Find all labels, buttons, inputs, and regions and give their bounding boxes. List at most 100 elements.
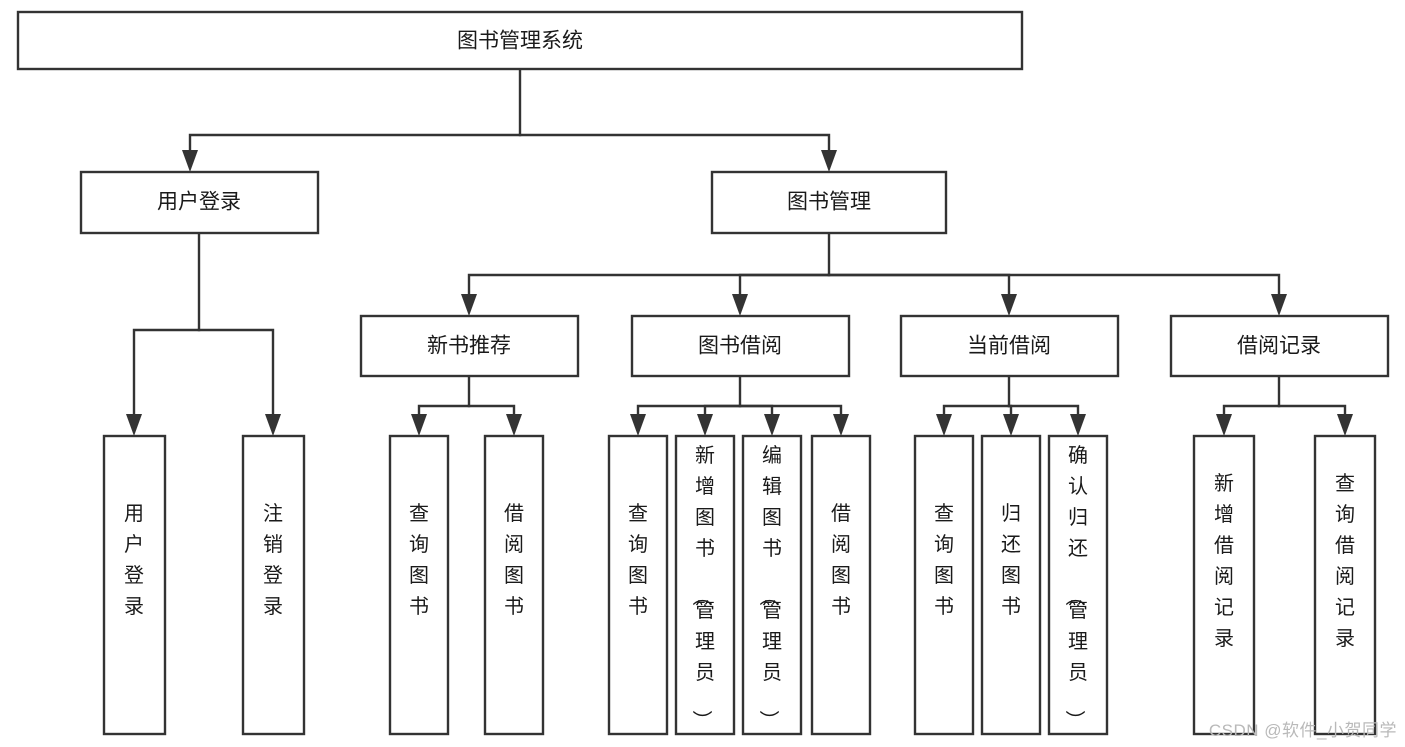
edge-records-to-leaf13	[1277, 404, 1347, 426]
edge-current-to-leaf11	[1007, 404, 1080, 426]
arrow-head-leaf5	[630, 414, 646, 436]
node-leaf7[interactable]: 编辑图书（管理员）	[741, 434, 803, 736]
edge-group-records-to-leaves	[1216, 374, 1353, 436]
edge-bookmgmt-to-borrow	[738, 273, 831, 306]
node-leaf1-label: 用户登录	[124, 503, 144, 618]
node-current[interactable]: 当前借阅	[899, 314, 1120, 378]
edge-bookmgmt-to-current	[827, 273, 1011, 306]
node-leaf13-label: 查询借阅记录	[1335, 472, 1355, 650]
edge-root-to-login	[188, 67, 522, 162]
edge-borrow-to-leaf8	[738, 404, 843, 426]
edge-bookmgmt-to-records	[827, 273, 1281, 306]
node-leaf6-box[interactable]	[674, 434, 736, 736]
node-leaf10[interactable]: 归还图书	[980, 434, 1042, 736]
node-login-box[interactable]	[79, 170, 320, 235]
node-leaf3-label: 查询图书	[409, 502, 429, 618]
node-leaf8-box[interactable]	[810, 434, 872, 736]
edge-group-bookmgmt-to-level3	[461, 231, 1287, 316]
arrow-head-leaf10	[1003, 414, 1019, 436]
edge-group-root-to-level2	[182, 67, 837, 172]
node-records[interactable]: 借阅记录	[1169, 314, 1390, 378]
edge-group-login-to-leaves	[126, 231, 281, 436]
edge-current-to-leaf9	[942, 374, 1011, 426]
arrow-head-leaf9	[936, 414, 952, 436]
node-root[interactable]: 图书管理系统	[16, 10, 1024, 71]
node-newbook-label: 新书推荐	[427, 335, 511, 358]
node-leaf5-label: 查询图书	[628, 502, 648, 618]
node-leaf6-label: 新增图书（管理员）	[690, 444, 715, 730]
node-leaf11-box[interactable]	[1047, 434, 1109, 736]
node-leaf4-box[interactable]	[483, 434, 545, 736]
arrow-head-current	[1001, 294, 1017, 316]
node-leaf5[interactable]: 查询图书	[607, 434, 669, 736]
node-records-box[interactable]	[1169, 314, 1390, 378]
node-records-label: 借阅记录	[1237, 335, 1321, 358]
node-login[interactable]: 用户登录	[79, 170, 320, 235]
arrow-head-leaf4	[506, 414, 522, 436]
arrow-head-records	[1271, 294, 1287, 316]
arrow-head-leaf1	[126, 414, 142, 436]
node-leaf11-label: 确认归还（管理员）	[1063, 444, 1088, 730]
arrow-head-leaf11	[1070, 414, 1086, 436]
arrow-head-leaf3	[411, 414, 427, 436]
edge-login-to-leaf2	[197, 328, 275, 426]
edge-root-to-bookmgmt	[518, 133, 831, 162]
arrow-head-borrow	[732, 294, 748, 316]
node-leaf11[interactable]: 确认归还（管理员）	[1047, 434, 1109, 736]
node-leaf6[interactable]: 新增图书（管理员）	[674, 434, 736, 736]
node-leaf1[interactable]: 用户登录	[102, 434, 167, 736]
arrow-head-leaf2	[265, 414, 281, 436]
arrow-head-login	[182, 150, 198, 172]
edge-bookmgmt-to-newbook	[467, 231, 831, 306]
arrow-head-newbook	[461, 294, 477, 316]
edge-login-to-leaf1	[132, 231, 201, 426]
node-leaf7-label: 编辑图书（管理员）	[757, 444, 782, 730]
node-leaf13-box[interactable]	[1313, 434, 1377, 736]
arrow-head-leaf12	[1216, 414, 1232, 436]
node-login-label: 用户登录	[157, 191, 241, 214]
node-leaf12-label: 新增借阅记录	[1214, 472, 1234, 650]
node-leaf2-label: 注销登录	[263, 502, 283, 618]
edge-records-to-leaf12	[1222, 374, 1281, 426]
node-leaf9-label: 查询图书	[934, 502, 954, 618]
node-leaf7-box[interactable]	[741, 434, 803, 736]
node-leaf2[interactable]: 注销登录	[241, 434, 306, 736]
node-bookmgmt-box[interactable]	[710, 170, 948, 235]
node-leaf9-box[interactable]	[913, 434, 975, 736]
arrow-head-leaf6	[697, 414, 713, 436]
node-leaf4[interactable]: 借阅图书	[483, 434, 545, 736]
node-newbook[interactable]: 新书推荐	[359, 314, 580, 378]
node-leaf8[interactable]: 借阅图书	[810, 434, 872, 736]
node-borrow-box[interactable]	[630, 314, 851, 378]
arrow-head-bookmgmt	[821, 150, 837, 172]
node-leaf2-box[interactable]	[241, 434, 306, 736]
node-borrow-label: 图书借阅	[698, 335, 782, 358]
node-borrow[interactable]: 图书借阅	[630, 314, 851, 378]
node-leaf10-box[interactable]	[980, 434, 1042, 736]
node-leaf10-label: 归还图书	[1001, 502, 1021, 618]
node-newbook-box[interactable]	[359, 314, 580, 378]
edge-group-current-to-leaves	[936, 374, 1086, 436]
node-leaf12[interactable]: 新增借阅记录	[1192, 434, 1256, 736]
arrow-head-leaf13	[1337, 414, 1353, 436]
node-leaf9[interactable]: 查询图书	[913, 434, 975, 736]
edge-newbook-to-leaf3	[417, 374, 471, 426]
node-root-label: 图书管理系统	[457, 30, 583, 53]
node-leaf4-label: 借阅图书	[504, 502, 524, 618]
node-leaf12-box[interactable]	[1192, 434, 1256, 736]
node-current-box[interactable]	[899, 314, 1120, 378]
edge-group-borrow-to-leaves	[630, 374, 849, 436]
node-leaf3-box[interactable]	[388, 434, 450, 736]
arrow-head-leaf8	[833, 414, 849, 436]
node-bookmgmt[interactable]: 图书管理	[710, 170, 948, 235]
node-leaf1-box[interactable]	[102, 434, 167, 736]
node-leaf3[interactable]: 查询图书	[388, 434, 450, 736]
edge-group-newbook-to-leaves	[411, 374, 522, 436]
node-leaf5-box[interactable]	[607, 434, 669, 736]
node-root-box[interactable]	[16, 10, 1024, 71]
node-bookmgmt-label: 图书管理	[787, 191, 871, 214]
edge-borrow-to-leaf5	[636, 374, 742, 426]
node-leaf13[interactable]: 查询借阅记录	[1313, 434, 1377, 736]
